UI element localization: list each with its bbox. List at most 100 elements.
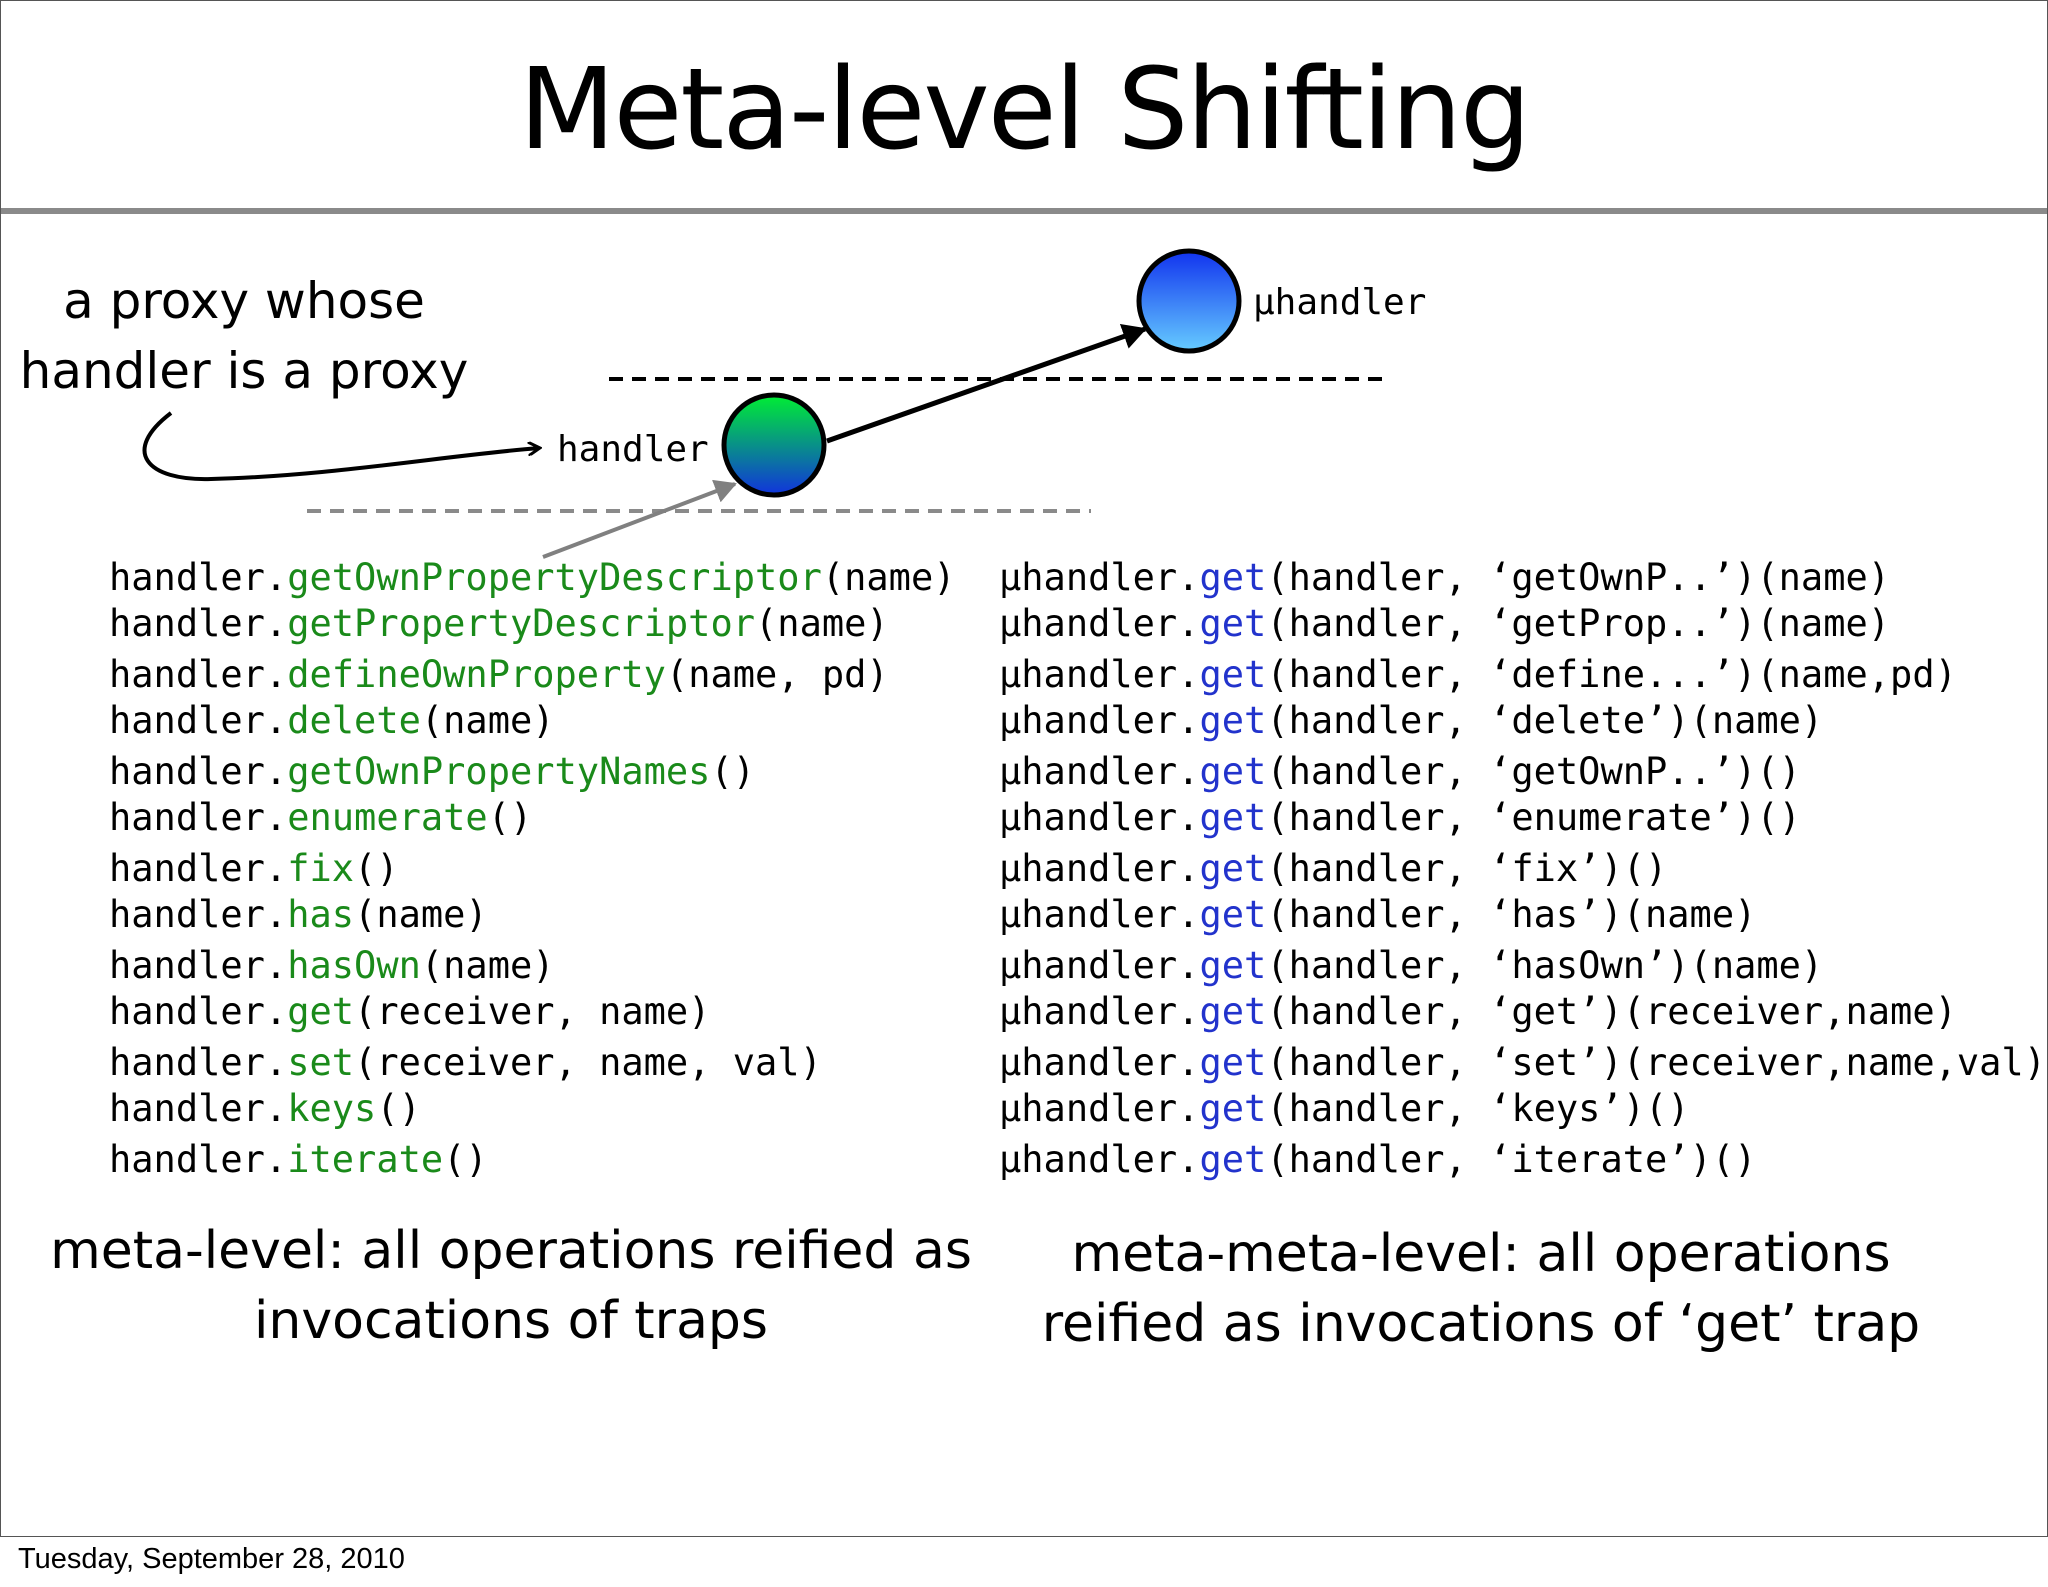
caption-line: meta-level: all operations reified as — [50, 1221, 972, 1281]
meta-level-code: handler.getOwnPropertyDescriptor(name) h… — [109, 556, 989, 1196]
trap-args: (name, pd) — [665, 653, 889, 696]
code-prefix: µhandler. — [999, 796, 1200, 839]
trap-args: () — [710, 750, 756, 793]
code-prefix: µhandler. — [999, 750, 1200, 793]
trap-name: hasOwn — [287, 944, 421, 987]
code-prefix: µhandler. — [999, 653, 1200, 696]
code-line: handler.iterate() — [109, 1138, 488, 1181]
trap-name: getOwnPropertyDescriptor — [287, 556, 822, 599]
code-line: handler.fix() — [109, 847, 399, 890]
handler-node — [721, 392, 827, 498]
code-line: µhandler.get(handler, ‘has’)(name) — [999, 893, 1756, 936]
get-trap-name: get — [1199, 653, 1267, 696]
code-prefix: handler. — [109, 602, 288, 645]
meta-level-caption: meta-level: all operations reified as in… — [41, 1216, 981, 1356]
trap-name: get — [287, 990, 355, 1033]
code-line: µhandler.get(handler, ‘enumerate’)() — [999, 796, 1801, 839]
code-prefix: handler. — [109, 796, 288, 839]
code-prefix: handler. — [109, 847, 288, 890]
code-line: handler.defineOwnProperty(name, pd) — [109, 653, 889, 696]
trap-args: () — [376, 1087, 421, 1130]
trap-args: (name) — [755, 602, 889, 645]
trap-args: () — [354, 847, 399, 890]
meta-meta-level-caption: meta-meta-level: all operations reified … — [1021, 1219, 1941, 1359]
get-trap-args: (handler, ‘iterate’)() — [1266, 1138, 1757, 1181]
code-line: µhandler.get(handler, ‘iterate’)() — [999, 1138, 1756, 1181]
get-trap-args: (handler, ‘getOwnP..’)(name) — [1266, 556, 1891, 599]
get-trap-args: (handler, ‘keys’)() — [1266, 1087, 1690, 1130]
code-prefix: handler. — [109, 1041, 288, 1084]
get-trap-args: (handler, ‘set’)(receiver,name,val) — [1266, 1041, 2046, 1084]
code-line: µhandler.get(handler, ‘set’)(receiver,na… — [999, 1041, 2046, 1084]
trap-name: defineOwnProperty — [287, 653, 666, 696]
get-trap-name: get — [1199, 990, 1267, 1033]
trap-name: fix — [287, 847, 355, 890]
trap-args: (name) — [420, 699, 555, 742]
trap-name: keys — [287, 1087, 377, 1130]
code-to-handler-arrow — [542, 479, 737, 559]
handler-label: handler — [557, 429, 709, 470]
get-trap-name: get — [1199, 893, 1267, 936]
get-trap-name: get — [1199, 1138, 1267, 1181]
uhandler-label: µhandler — [1253, 282, 1426, 323]
title-divider — [1, 208, 2047, 214]
footer-date: Tuesday, September 28, 2010 — [18, 1543, 405, 1575]
code-prefix: handler. — [109, 750, 288, 793]
code-prefix: µhandler. — [999, 556, 1200, 599]
get-trap-args: (handler, ‘getProp..’)(name) — [1266, 602, 1891, 645]
get-trap-name: get — [1199, 847, 1267, 890]
code-line: µhandler.get(handler, ‘define...’)(name,… — [999, 653, 1957, 696]
code-prefix: µhandler. — [999, 699, 1200, 742]
code-prefix: handler. — [109, 1087, 288, 1130]
get-trap-name: get — [1199, 944, 1267, 987]
slide-title: Meta-level Shifting — [518, 45, 1531, 175]
get-trap-name: get — [1199, 796, 1267, 839]
code-line: handler.get(receiver, name) — [109, 990, 710, 1033]
trap-name: iterate — [287, 1138, 444, 1181]
code-prefix: µhandler. — [999, 1087, 1200, 1130]
code-line: handler.getPropertyDescriptor(name) — [109, 602, 889, 645]
code-line: µhandler.get(handler, ‘hasOwn’)(name) — [999, 944, 1823, 987]
code-prefix: handler. — [109, 556, 288, 599]
get-trap-args: (handler, ‘getOwnP..’)() — [1266, 750, 1801, 793]
code-line: µhandler.get(handler, ‘getOwnP..’)() — [999, 750, 1801, 793]
get-trap-name: get — [1199, 602, 1267, 645]
code-prefix: handler. — [109, 990, 288, 1033]
code-line: handler.delete(name) — [109, 699, 555, 742]
trap-args: () — [487, 796, 533, 839]
code-line: handler.getOwnPropertyDescriptor(name) — [109, 556, 956, 599]
code-prefix: µhandler. — [999, 602, 1200, 645]
code-prefix: handler. — [109, 699, 288, 742]
get-trap-name: get — [1199, 1041, 1267, 1084]
trap-args: (name) — [354, 893, 488, 936]
code-line: µhandler.get(handler, ‘getOwnP..’)(name) — [999, 556, 1890, 599]
proxy-diagram: a proxy whose handler is a proxy handler… — [20, 248, 1426, 559]
trap-name: enumerate — [287, 796, 488, 839]
trap-args: (name) — [420, 944, 555, 987]
code-prefix: handler. — [109, 893, 288, 936]
trap-name: delete — [287, 699, 421, 742]
code-prefix: µhandler. — [999, 990, 1200, 1033]
callout-line-2: handler is a proxy — [20, 342, 469, 400]
trap-args: (receiver, name) — [354, 990, 711, 1033]
code-line: µhandler.get(handler, ‘fix’)() — [999, 847, 1667, 890]
code-line: µhandler.get(handler, ‘get’)(receiver,na… — [999, 990, 1957, 1033]
code-prefix: µhandler. — [999, 1041, 1200, 1084]
get-trap-args: (handler, ‘get’)(receiver,name) — [1266, 990, 1957, 1033]
caption-line: invocations of traps — [253, 1291, 769, 1351]
code-prefix: µhandler. — [999, 893, 1200, 936]
caption-line: meta-meta-level: all operations — [1071, 1224, 1891, 1284]
get-trap-args: (handler, ‘enumerate’)() — [1266, 796, 1801, 839]
caption-line: reified as invocations of ‘get’ trap — [1041, 1294, 1921, 1354]
code-line: handler.keys() — [109, 1087, 421, 1130]
trap-args: (receiver, name, val) — [354, 1041, 822, 1084]
trap-args: (name) — [821, 556, 956, 599]
get-trap-name: get — [1199, 1087, 1267, 1130]
get-trap-args: (handler, ‘has’)(name) — [1266, 893, 1757, 936]
code-line: handler.has(name) — [109, 893, 488, 936]
trap-name: set — [287, 1041, 355, 1084]
get-trap-args: (handler, ‘define...’)(name,pd) — [1266, 653, 1957, 696]
code-prefix: handler. — [109, 944, 288, 987]
code-line: handler.set(receiver, name, val) — [109, 1041, 822, 1084]
get-trap-name: get — [1199, 750, 1267, 793]
